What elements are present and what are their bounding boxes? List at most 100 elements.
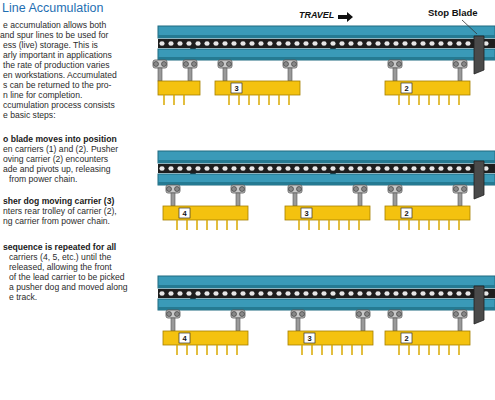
- chain-link: [339, 166, 344, 170]
- trolley-wheel: [162, 62, 167, 67]
- chain-link: [213, 291, 218, 295]
- carrier-pin: [206, 345, 208, 355]
- trolley: [166, 310, 180, 318]
- body-text: ade and pivots up, releasing: [3, 164, 111, 174]
- chain-link: [195, 291, 200, 295]
- chain-link: [204, 291, 209, 295]
- trolley-wheel: [354, 187, 359, 192]
- carrier-pin: [308, 220, 310, 230]
- trolley-wheel: [357, 312, 362, 317]
- stop-blade: [474, 286, 484, 324]
- carrier-pin: [186, 220, 188, 230]
- carrier-number: 3: [302, 209, 311, 218]
- trolley-hanger: [236, 318, 240, 331]
- trolley-wheel: [397, 187, 402, 192]
- chain-link: [168, 166, 173, 170]
- chain-link: [231, 291, 236, 295]
- trolley: [356, 310, 370, 318]
- body-text: s can be returned to the pro-: [3, 80, 111, 90]
- body-text: ng carrier from power chain.: [3, 216, 110, 226]
- body-text: oving carrier (2) encounters: [3, 154, 108, 164]
- carrier-pin: [358, 220, 360, 230]
- number-plate: [304, 333, 315, 343]
- trolley-hanger: [393, 193, 397, 206]
- chain-link: [285, 166, 290, 170]
- chain-link: [393, 291, 398, 295]
- carrier-pin: [438, 95, 440, 105]
- chain-link: [231, 166, 236, 170]
- rail-flange: [158, 307, 495, 310]
- trolley-hanger: [236, 193, 240, 206]
- carrier-pin: [196, 345, 198, 355]
- chain-link: [357, 166, 362, 170]
- carrier-pin: [331, 345, 333, 355]
- chain-link: [276, 166, 281, 170]
- chain-link: [402, 166, 407, 170]
- chain-link: [303, 41, 308, 45]
- trolley-wheel: [167, 187, 172, 192]
- chain-link: [357, 291, 362, 295]
- chain-link: [294, 41, 299, 45]
- trolley: [231, 310, 245, 318]
- carrier-pin: [351, 345, 353, 355]
- chain-link: [249, 291, 254, 295]
- trolley-hanger: [393, 318, 397, 331]
- carrier-pin: [176, 220, 178, 230]
- carrier-pin: [321, 345, 323, 355]
- chain-link: [303, 166, 308, 170]
- trolley-wheel: [232, 187, 237, 192]
- chain-link: [456, 291, 461, 295]
- trolley: [166, 185, 180, 193]
- chain-link: [438, 41, 443, 45]
- power-chain: [158, 164, 495, 173]
- chain-link: [321, 166, 326, 170]
- trolley-hanger: [288, 68, 292, 81]
- body-text: e basic steps:: [3, 110, 56, 120]
- carrier-pin: [183, 95, 185, 105]
- chain-link: [159, 166, 164, 170]
- chain-link: [429, 166, 434, 170]
- carrier-number: 3: [305, 334, 314, 343]
- carrier-number: 2: [402, 334, 411, 343]
- carrier-bar: [385, 206, 470, 220]
- number-plate: [179, 208, 190, 218]
- trolley-wheel: [289, 187, 294, 192]
- chain-link: [312, 291, 317, 295]
- carrier-pin: [428, 95, 430, 105]
- chain-link: [348, 41, 353, 45]
- trolley-hanger: [358, 193, 362, 206]
- chain-link: [222, 291, 227, 295]
- chain-link: [393, 166, 398, 170]
- chain-link: [402, 291, 407, 295]
- chain-link: [438, 291, 443, 295]
- chain-link: [258, 41, 263, 45]
- chain-link: [348, 291, 353, 295]
- trolley: [283, 60, 297, 68]
- number-plate: [401, 333, 412, 343]
- trolley-hanger: [361, 318, 365, 331]
- carrier-pin: [278, 95, 280, 105]
- trolley-wheel: [397, 312, 402, 317]
- carrier-pin: [448, 220, 450, 230]
- upper-rail: [158, 26, 495, 38]
- chain-link: [465, 166, 470, 170]
- chain-link: [285, 41, 290, 45]
- chain-link: [222, 166, 227, 170]
- lower-rail: [158, 49, 495, 60]
- rail-flange: [158, 160, 495, 163]
- chain-link: [258, 291, 263, 295]
- chain-link: [168, 41, 173, 45]
- chain-link: [321, 41, 326, 45]
- chain-link: [456, 41, 461, 45]
- body-text: e accumulation allows both: [3, 20, 106, 30]
- body-text: en workstations. Accumulated: [3, 70, 117, 80]
- carrier-pin: [438, 345, 440, 355]
- body-text: n line for completion.: [3, 90, 82, 100]
- trolley: [288, 185, 302, 193]
- leader-line: [462, 20, 477, 34]
- chain-link: [321, 291, 326, 295]
- trolley: [291, 310, 305, 318]
- chain-link: [375, 166, 380, 170]
- chain-link: [231, 41, 236, 45]
- trolley: [388, 60, 402, 68]
